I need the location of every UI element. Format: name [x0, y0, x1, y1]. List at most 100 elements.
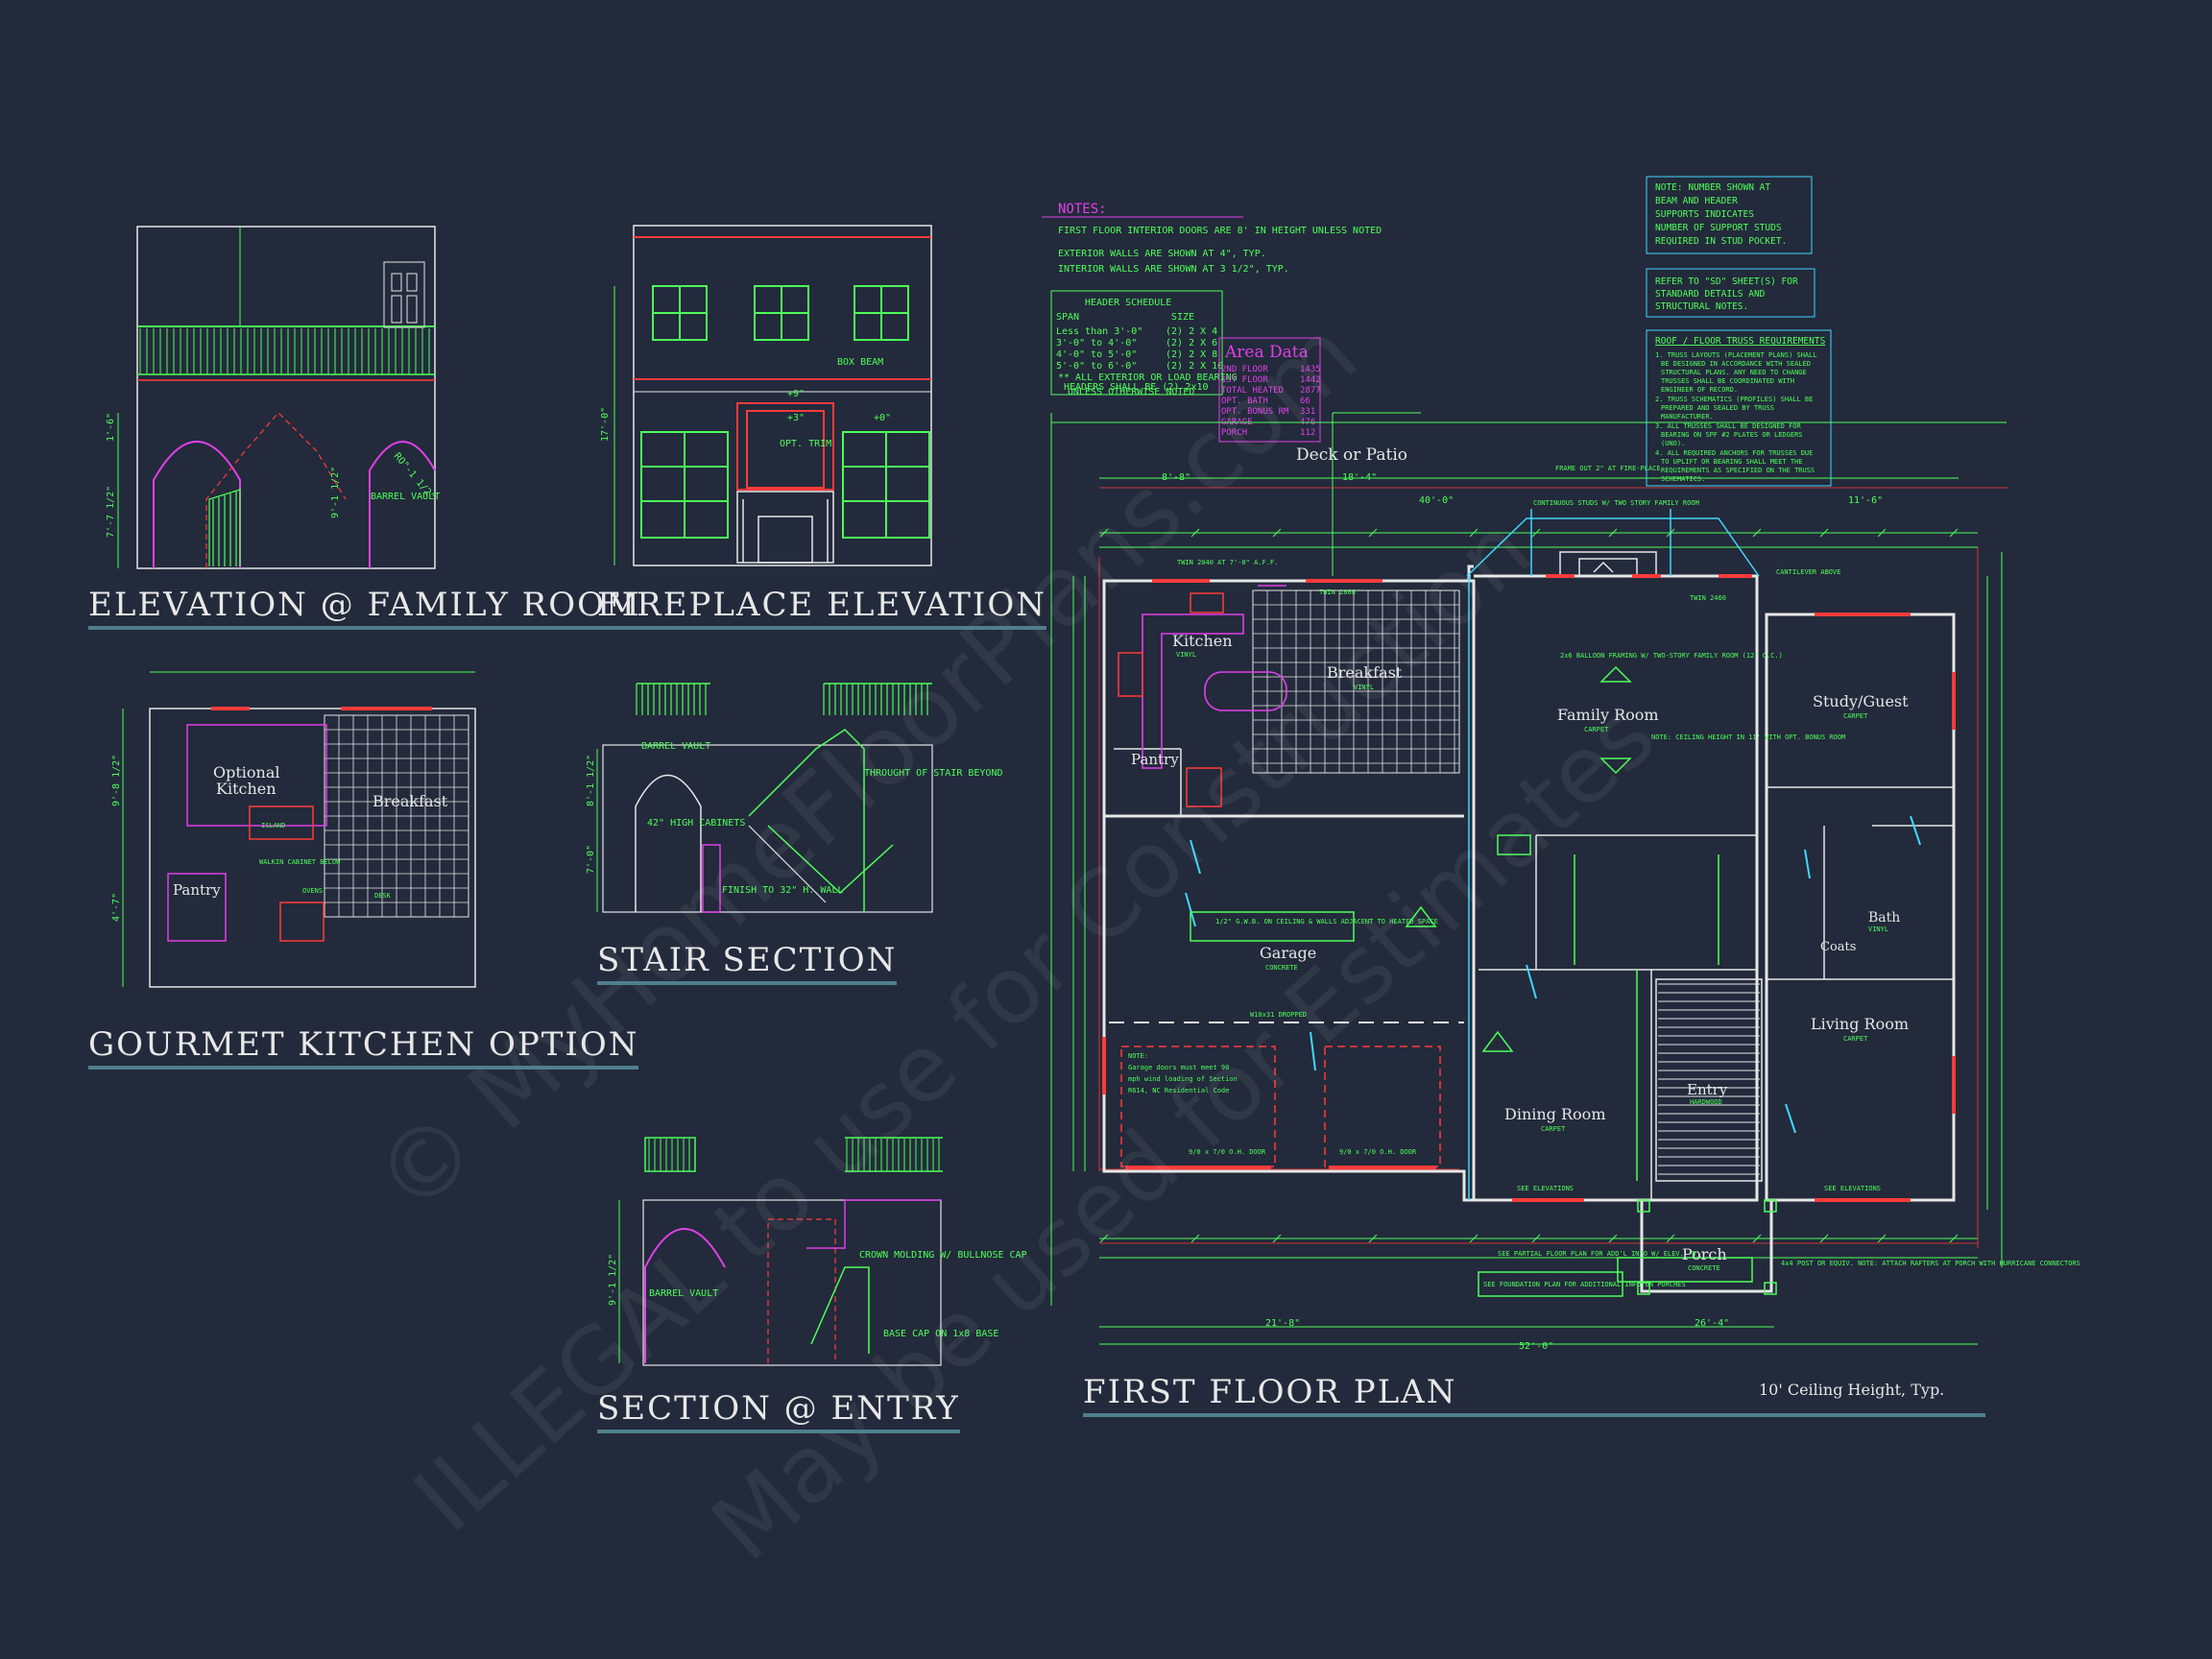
svg-text:Garage: Garage [1260, 944, 1316, 962]
svg-text:9/0 x 7/0 O.H. DOOR: 9/0 x 7/0 O.H. DOOR [1189, 1148, 1266, 1156]
svg-text:66: 66 [1300, 397, 1310, 406]
svg-text:+0": +0" [874, 413, 891, 423]
svg-text:1435: 1435 [1300, 365, 1321, 374]
svg-text:Entry: Entry [1687, 1081, 1728, 1098]
title-elevation-family-room: ELEVATION @ FAMILY ROOM [88, 586, 641, 630]
svg-text:WALKIN CABINET BELOW: WALKIN CABINET BELOW [259, 858, 341, 866]
svg-text:CARPET: CARPET [1584, 726, 1609, 733]
svg-text:SPAN: SPAN [1056, 312, 1079, 323]
svg-text:21'-8": 21'-8" [1265, 1318, 1300, 1329]
svg-text:CARPET: CARPET [1541, 1125, 1566, 1133]
svg-text:TOTAL HEATED: TOTAL HEATED [1221, 386, 1284, 396]
svg-text:OPT. BONUS RM: OPT. BONUS RM [1221, 407, 1289, 417]
stair-section: 8'-1 1/2" 7'-0" BARREL VAULT 42" HIGH CA… [586, 683, 1003, 913]
svg-text:8'-8": 8'-8" [1162, 472, 1190, 483]
svg-text:REQUIREMENTS AS SPECIFIED ON T: REQUIREMENTS AS SPECIFIED ON THE TRUSS [1661, 467, 1815, 474]
svg-text:11'-6": 11'-6" [1848, 495, 1883, 506]
svg-text:1442: 1442 [1300, 375, 1321, 385]
svg-text:OVENS: OVENS [302, 887, 323, 895]
svg-text:FRAME OUT 2" AT FIRE-PLACE: FRAME OUT 2" AT FIRE-PLACE [1555, 465, 1661, 472]
svg-text:SEE ELEVATIONS: SEE ELEVATIONS [1517, 1185, 1574, 1192]
svg-text:Kitchen: Kitchen [1172, 632, 1233, 650]
header-schedule: HEADER SCHEDULE SPAN SIZE Less than 3'-0… [1050, 290, 1238, 396]
svg-text:SCHEMATICS.: SCHEMATICS. [1661, 475, 1705, 483]
svg-text:OPT. BATH: OPT. BATH [1221, 397, 1268, 406]
svg-text:(2) 2 X 8: (2) 2 X 8 [1166, 349, 1217, 360]
svg-text:Pantry: Pantry [1131, 751, 1179, 768]
svg-text:Pantry: Pantry [173, 881, 221, 899]
svg-text:PREPARED AND SEALED BY TRUSS: PREPARED AND SEALED BY TRUSS [1661, 404, 1774, 412]
svg-text:CONCRETE: CONCRETE [1265, 964, 1298, 972]
ceiling-height-note: 10' Ceiling Height, Typ. [1759, 1381, 1945, 1399]
svg-text:4'-0" to 5'-0": 4'-0" to 5'-0" [1056, 349, 1137, 360]
svg-text:2877: 2877 [1300, 386, 1321, 396]
svg-text:PORCH: PORCH [1221, 428, 1247, 438]
svg-text:HEADER SCHEDULE: HEADER SCHEDULE [1085, 298, 1171, 308]
svg-text:2. TRUSS SCHEMATICS (PROFILES): 2. TRUSS SCHEMATICS (PROFILES) SHALL BE [1655, 396, 1813, 403]
elevation-family-room: 1'-6" 7'-7 1/2" 9'-1 1/2" BARREL VAULT R… [106, 226, 440, 569]
svg-text:BEARING ON SPF #2 PLATES OR LE: BEARING ON SPF #2 PLATES OR LEDGERS [1661, 431, 1803, 439]
svg-text:TWIN 2040 AT 7'-0" A.F.F.: TWIN 2040 AT 7'-0" A.F.F. [1177, 559, 1278, 566]
svg-text:FINISH TO 32" H. WALL: FINISH TO 32" H. WALL [722, 885, 843, 896]
svg-text:331: 331 [1300, 407, 1315, 417]
svg-text:1'-6": 1'-6" [106, 413, 116, 442]
svg-text:2x6 BALLOON FRAMING W/ TWO-STO: 2x6 BALLOON FRAMING W/ TWO-STORY FAMILY … [1560, 652, 1783, 660]
svg-text:TWIN 2460: TWIN 2460 [1690, 594, 1726, 602]
svg-text:Porch: Porch [1682, 1245, 1727, 1263]
svg-text:BASE CAP ON 1x8 BASE: BASE CAP ON 1x8 BASE [883, 1329, 998, 1339]
svg-text:NUMBER OF SUPPORT STUDS: NUMBER OF SUPPORT STUDS [1655, 223, 1782, 233]
svg-text:mph wind loading of Section: mph wind loading of Section [1128, 1075, 1238, 1083]
svg-text:EXTERIOR WALLS ARE SHOWN AT 4": EXTERIOR WALLS ARE SHOWN AT 4", TYP. [1058, 249, 1266, 259]
svg-text:Less than 3'-0": Less than 3'-0" [1056, 326, 1142, 337]
svg-text:ENGINEER OF RECORD.: ENGINEER OF RECORD. [1661, 386, 1738, 394]
svg-text:4'-7": 4'-7" [111, 893, 122, 922]
svg-text:FIRST FLOOR INTERIOR DOORS ARE: FIRST FLOOR INTERIOR DOORS ARE 8' IN HEI… [1058, 226, 1382, 236]
svg-text:CROWN MOLDING W/ BULLNOSE CAP: CROWN MOLDING W/ BULLNOSE CAP [859, 1250, 1027, 1261]
entry-section: 9'-1 1/2" BARREL VAULT CROWN MOLDING W/ … [608, 1137, 1027, 1366]
svg-text:40'-0": 40'-0" [1419, 495, 1454, 506]
title-fireplace-elevation: FIREPLACE ELEVATION [597, 586, 1046, 630]
svg-text:Deck or Patio: Deck or Patio [1296, 445, 1407, 465]
svg-text:Breakfast: Breakfast [373, 792, 448, 810]
svg-text:CARPET: CARPET [1843, 712, 1868, 720]
svg-text:1. TRUSS LAYOUTS (PLACEMENT PL: 1. TRUSS LAYOUTS (PLACEMENT PLANS) SHALL [1655, 351, 1817, 359]
svg-text:Optional: Optional [213, 763, 280, 781]
title-section-entry: SECTION @ ENTRY [597, 1389, 960, 1433]
svg-text:CONTINUOUS STUDS W/ TWO STORY: CONTINUOUS STUDS W/ TWO STORY FAMILY ROO… [1533, 499, 1699, 507]
svg-text:Coats: Coats [1820, 940, 1856, 954]
svg-text:BE DESIGNED IN ACCORDANCE WITH: BE DESIGNED IN ACCORDANCE WITH SEALED [1661, 360, 1811, 368]
svg-text:9/0 x 7/0 O.H. DOOR: 9/0 x 7/0 O.H. DOOR [1339, 1148, 1417, 1156]
svg-text:1ST FLOOR: 1ST FLOOR [1221, 375, 1268, 385]
svg-text:(2) 2 X 6: (2) 2 X 6 [1166, 338, 1217, 349]
svg-text:ROOF / FLOOR TRUSS REQUIREMENT: ROOF / FLOOR TRUSS REQUIREMENTS [1655, 336, 1826, 347]
svg-text:BOX BEAM: BOX BEAM [837, 357, 883, 368]
svg-text:VINYL: VINYL [1176, 651, 1196, 659]
svg-text:CARPET: CARPET [1843, 1035, 1868, 1043]
svg-text:Living Room: Living Room [1811, 1015, 1909, 1033]
svg-text:4x4 POST OR EQUIV. NOTE: ATTAC: 4x4 POST OR EQUIV. NOTE: ATTACH RAFTERS … [1781, 1260, 2080, 1267]
svg-text:HEADERS SHALL BE (2) 2x10: HEADERS SHALL BE (2) 2x10 [1064, 382, 1209, 393]
svg-text:3. ALL TRUSSES SHALL BE DESIGN: 3. ALL TRUSSES SHALL BE DESIGNED FOR [1655, 422, 1802, 430]
svg-text:SEE ELEVATIONS: SEE ELEVATIONS [1824, 1185, 1881, 1192]
svg-text:STRUCTURAL NOTES.: STRUCTURAL NOTES. [1655, 301, 1748, 312]
svg-text:TWIN 2860: TWIN 2860 [1319, 589, 1356, 596]
first-floor-plan: Deck or Patio Kitchen Breakfast Family R… [1050, 412, 2080, 1352]
svg-text:1/2" G.W.B. ON CEILING & WALLS: 1/2" G.W.B. ON CEILING & WALLS ADJACENT … [1215, 918, 1438, 926]
svg-text:3'-0" to 4'-0": 3'-0" to 4'-0" [1056, 338, 1137, 349]
svg-text:VINYL: VINYL [1868, 926, 1888, 933]
svg-text:BARREL VAULT: BARREL VAULT [649, 1288, 718, 1299]
svg-text:SIZE: SIZE [1171, 312, 1194, 323]
svg-text:HARDWOOD: HARDWOOD [1690, 1098, 1722, 1106]
svg-text:112: 112 [1300, 428, 1315, 438]
title-stair-section: STAIR SECTION [597, 941, 898, 985]
svg-text:42" HIGH CABINETS: 42" HIGH CABINETS [647, 818, 745, 829]
svg-text:Study/Guest: Study/Guest [1813, 692, 1909, 710]
svg-text:(2) 2 X 4: (2) 2 X 4 [1166, 326, 1217, 337]
svg-text:NOTE: CEILING HEIGHT IN 11' WI: NOTE: CEILING HEIGHT IN 11' WITH OPT. BO… [1651, 733, 1845, 741]
svg-text:CANTILEVER ABOVE: CANTILEVER ABOVE [1776, 568, 1840, 576]
svg-text:ISLAND: ISLAND [261, 822, 285, 830]
svg-text:NOTE:: NOTE: [1128, 1052, 1148, 1060]
svg-text:REFER TO "SD" SHEET(S) FOR: REFER TO "SD" SHEET(S) FOR [1655, 276, 1798, 287]
svg-text:TO UPLIFT OR BEARING SHALL MEE: TO UPLIFT OR BEARING SHALL MEET THE [1661, 458, 1803, 466]
